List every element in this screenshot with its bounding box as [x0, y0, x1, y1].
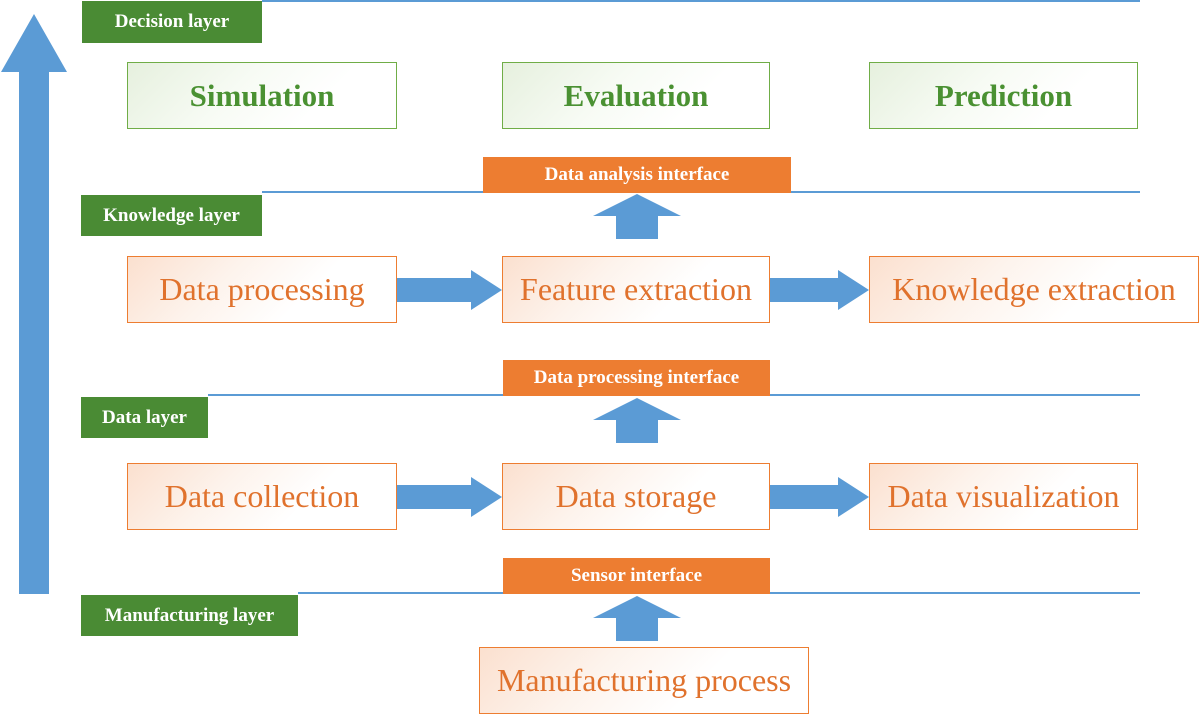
decision-layer-label: Decision layer [82, 1, 262, 43]
data-collection-box: Data collection [127, 463, 397, 530]
right-arrow-storage-to-visualization [770, 477, 869, 517]
data-layer-label: Data layer [81, 397, 208, 438]
knowledge-extraction-box: Knowledge extraction [869, 256, 1199, 323]
manufacturing-layer-label: Manufacturing layer [81, 595, 298, 636]
data-analysis-interface: Data analysis interface [483, 157, 791, 193]
right-arrow-feature-to-knowledge [770, 270, 869, 310]
right-arrow-processing-to-feature [397, 270, 502, 310]
decision-layer-line [262, 0, 1140, 2]
data-processing-box: Data processing [127, 256, 397, 323]
manufacturing-process-box: Manufacturing process [479, 647, 809, 714]
right-arrow-collection-to-storage [397, 477, 502, 517]
layer-progression-arrow [1, 14, 67, 594]
knowledge-layer-label: Knowledge layer [81, 195, 262, 236]
up-arrow-manufacturing [593, 596, 681, 641]
data-storage-box: Data storage [502, 463, 770, 530]
up-arrow-data [593, 398, 681, 443]
feature-extraction-box: Feature extraction [502, 256, 770, 323]
data-visualization-box: Data visualization [869, 463, 1138, 530]
sensor-interface: Sensor interface [503, 558, 770, 594]
data-processing-interface: Data processing interface [503, 360, 770, 396]
simulation-box: Simulation [127, 62, 397, 129]
evaluation-box: Evaluation [502, 62, 770, 129]
up-arrow-knowledge [593, 194, 681, 239]
prediction-box: Prediction [869, 62, 1138, 129]
